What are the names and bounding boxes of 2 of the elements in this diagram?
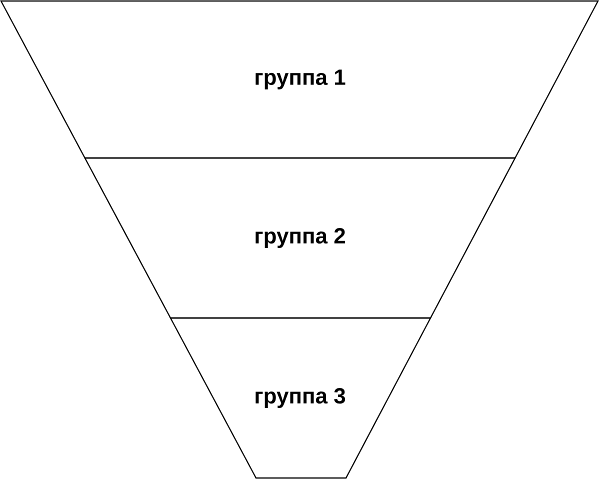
funnel-band: группа 3 [170, 317, 432, 479]
funnel-band: группа 1 [0, 0, 599, 159]
